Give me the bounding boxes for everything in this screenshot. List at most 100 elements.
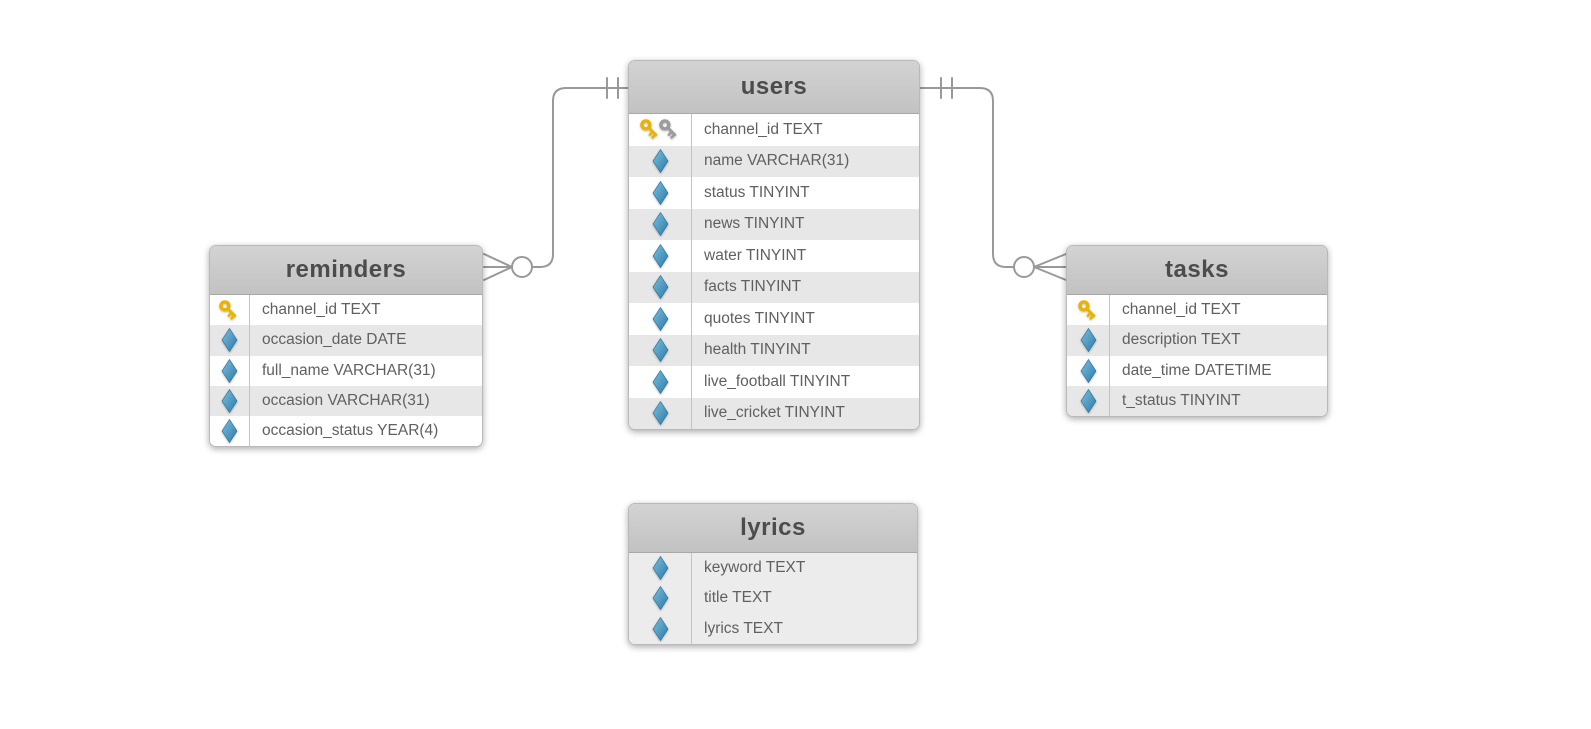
field-row-lyrics-keyword[interactable]: keyword TEXT bbox=[629, 553, 917, 584]
field-icon-cell bbox=[629, 208, 692, 240]
attribute-diamond-icon bbox=[652, 243, 668, 268]
field-row-tasks-date_time[interactable]: date_time DATETIME bbox=[1067, 355, 1327, 386]
field-row-lyrics-lyrics[interactable]: lyrics TEXT bbox=[629, 613, 917, 644]
table-title: tasks bbox=[1165, 256, 1229, 283]
field-icon-cell bbox=[210, 325, 250, 356]
field-label: t_status TINYINT bbox=[1122, 392, 1241, 410]
field-icon-cell bbox=[629, 271, 692, 303]
attribute-diamond-icon bbox=[221, 328, 238, 353]
field-icon-cell bbox=[210, 355, 250, 386]
field-row-users-water[interactable]: water TINYINT bbox=[629, 240, 919, 272]
field-row-users-live_cricket[interactable]: live_cricket TINYINT bbox=[629, 397, 919, 429]
field-row-users-health[interactable]: health TINYINT bbox=[629, 334, 919, 366]
field-label: full_name VARCHAR(31) bbox=[262, 361, 436, 379]
table-title: users bbox=[740, 73, 808, 100]
field-label: live_football TINYINT bbox=[704, 372, 851, 390]
field-icon-cell bbox=[210, 416, 250, 447]
field-label: description TEXT bbox=[1122, 331, 1241, 349]
field-row-users-facts[interactable]: facts TINYINT bbox=[629, 271, 919, 303]
field-label: channel_id TEXT bbox=[1122, 301, 1241, 319]
field-row-tasks-description[interactable]: description TEXT bbox=[1067, 325, 1327, 356]
table-lyrics[interactable]: lyrics keyword TEXT title TEXT lyrics TEXT bbox=[628, 503, 918, 645]
field-row-users-name[interactable]: name VARCHAR(31) bbox=[629, 145, 919, 177]
attribute-diamond-icon bbox=[652, 586, 668, 611]
table-title: reminders bbox=[285, 256, 407, 283]
field-icon-cell bbox=[629, 397, 692, 429]
table-title: lyrics bbox=[740, 514, 806, 541]
table-reminders[interactable]: reminders channel_id TEXT occasion_date D… bbox=[209, 245, 483, 448]
field-label: channel_id TEXT bbox=[704, 120, 823, 138]
field-label: occasion_date DATE bbox=[262, 331, 407, 349]
field-row-reminders-occasion_date[interactable]: occasion_date DATE bbox=[210, 325, 482, 356]
attribute-diamond-icon bbox=[652, 180, 668, 205]
attribute-diamond-icon bbox=[652, 616, 668, 641]
field-label: occasion_status YEAR(4) bbox=[262, 422, 439, 440]
table-users[interactable]: users channel_id TEXT name VARCHAR(31) sta… bbox=[628, 60, 920, 430]
attribute-diamond-icon bbox=[652, 338, 668, 363]
attribute-diamond-icon bbox=[1080, 328, 1096, 353]
table-users-rows: channel_id TEXT name VARCHAR(31) status TI… bbox=[629, 114, 919, 429]
field-row-tasks-t_status[interactable]: t_status TINYINT bbox=[1067, 385, 1327, 417]
table-tasks-rows: channel_id TEXT description TEXT date_time… bbox=[1067, 295, 1327, 417]
field-row-users-status[interactable]: status TINYINT bbox=[629, 177, 919, 209]
table-lyrics-header[interactable]: lyrics bbox=[629, 504, 917, 553]
primary-key-icon bbox=[217, 298, 242, 323]
field-label: status TINYINT bbox=[704, 183, 810, 201]
attribute-diamond-icon bbox=[652, 306, 668, 331]
relation-users-reminders bbox=[483, 77, 629, 281]
field-row-users-news[interactable]: news TINYINT bbox=[629, 208, 919, 240]
field-row-reminders-channel_id[interactable]: channel_id TEXT bbox=[210, 295, 482, 326]
field-row-lyrics-title[interactable]: title TEXT bbox=[629, 583, 917, 614]
field-row-reminders-occasion[interactable]: occasion VARCHAR(31) bbox=[210, 385, 482, 417]
field-label: channel_id TEXT bbox=[262, 301, 381, 319]
field-label: live_cricket TINYINT bbox=[704, 404, 845, 422]
field-label: facts TINYINT bbox=[704, 278, 802, 296]
field-icon-cell bbox=[210, 295, 250, 326]
attribute-diamond-icon bbox=[652, 149, 668, 174]
field-label: name VARCHAR(31) bbox=[704, 152, 850, 170]
field-icon-cell bbox=[629, 114, 692, 146]
primary-key-icon bbox=[1076, 298, 1101, 323]
field-label: lyrics TEXT bbox=[704, 619, 783, 637]
field-icon-cell bbox=[629, 613, 692, 644]
one-and-only-one-mark bbox=[606, 77, 619, 99]
attribute-diamond-icon bbox=[1080, 389, 1096, 414]
unique-key-icon bbox=[657, 117, 682, 142]
attribute-diamond-icon bbox=[221, 389, 238, 414]
attribute-diamond-icon bbox=[1080, 358, 1096, 383]
field-icon-cell bbox=[629, 145, 692, 177]
field-label: date_time DATETIME bbox=[1122, 361, 1272, 379]
field-icon-cell bbox=[629, 366, 692, 398]
field-label: title TEXT bbox=[704, 589, 772, 607]
field-icon-cell bbox=[629, 303, 692, 335]
attribute-diamond-icon bbox=[221, 419, 238, 444]
table-reminders-header[interactable]: reminders bbox=[210, 246, 482, 295]
table-reminders-rows: channel_id TEXT occasion_date DATE full_na… bbox=[210, 295, 482, 447]
table-tasks-header[interactable]: tasks bbox=[1067, 246, 1327, 295]
one-and-only-one-mark bbox=[940, 77, 953, 99]
field-label: quotes TINYINT bbox=[704, 309, 815, 327]
field-row-users-live_football[interactable]: live_football TINYINT bbox=[629, 366, 919, 398]
field-icon-cell bbox=[210, 385, 250, 417]
field-row-users-channel_id[interactable]: channel_id TEXT bbox=[629, 114, 919, 146]
field-icon-cell bbox=[1067, 385, 1110, 417]
table-tasks[interactable]: tasks channel_id TEXT description TEXT dat… bbox=[1066, 245, 1328, 418]
field-icon-cell bbox=[629, 177, 692, 209]
field-icon-cell bbox=[629, 334, 692, 366]
field-row-reminders-full_name[interactable]: full_name VARCHAR(31) bbox=[210, 355, 482, 386]
zero-or-many-mark bbox=[1013, 253, 1067, 281]
field-icon-cell bbox=[629, 583, 692, 614]
field-row-users-quotes[interactable]: quotes TINYINT bbox=[629, 303, 919, 335]
relation-users-tasks bbox=[919, 77, 1067, 281]
field-label: news TINYINT bbox=[704, 215, 805, 233]
field-row-tasks-channel_id[interactable]: channel_id TEXT bbox=[1067, 295, 1327, 326]
field-label: water TINYINT bbox=[704, 246, 807, 264]
attribute-diamond-icon bbox=[652, 369, 668, 394]
field-label: occasion VARCHAR(31) bbox=[262, 392, 430, 410]
field-icon-cell bbox=[629, 240, 692, 272]
attribute-diamond-icon bbox=[221, 358, 238, 383]
field-label: keyword TEXT bbox=[704, 559, 806, 577]
field-row-reminders-occasion_status[interactable]: occasion_status YEAR(4) bbox=[210, 416, 482, 447]
attribute-diamond-icon bbox=[652, 275, 668, 300]
table-users-header[interactable]: users bbox=[629, 61, 919, 114]
